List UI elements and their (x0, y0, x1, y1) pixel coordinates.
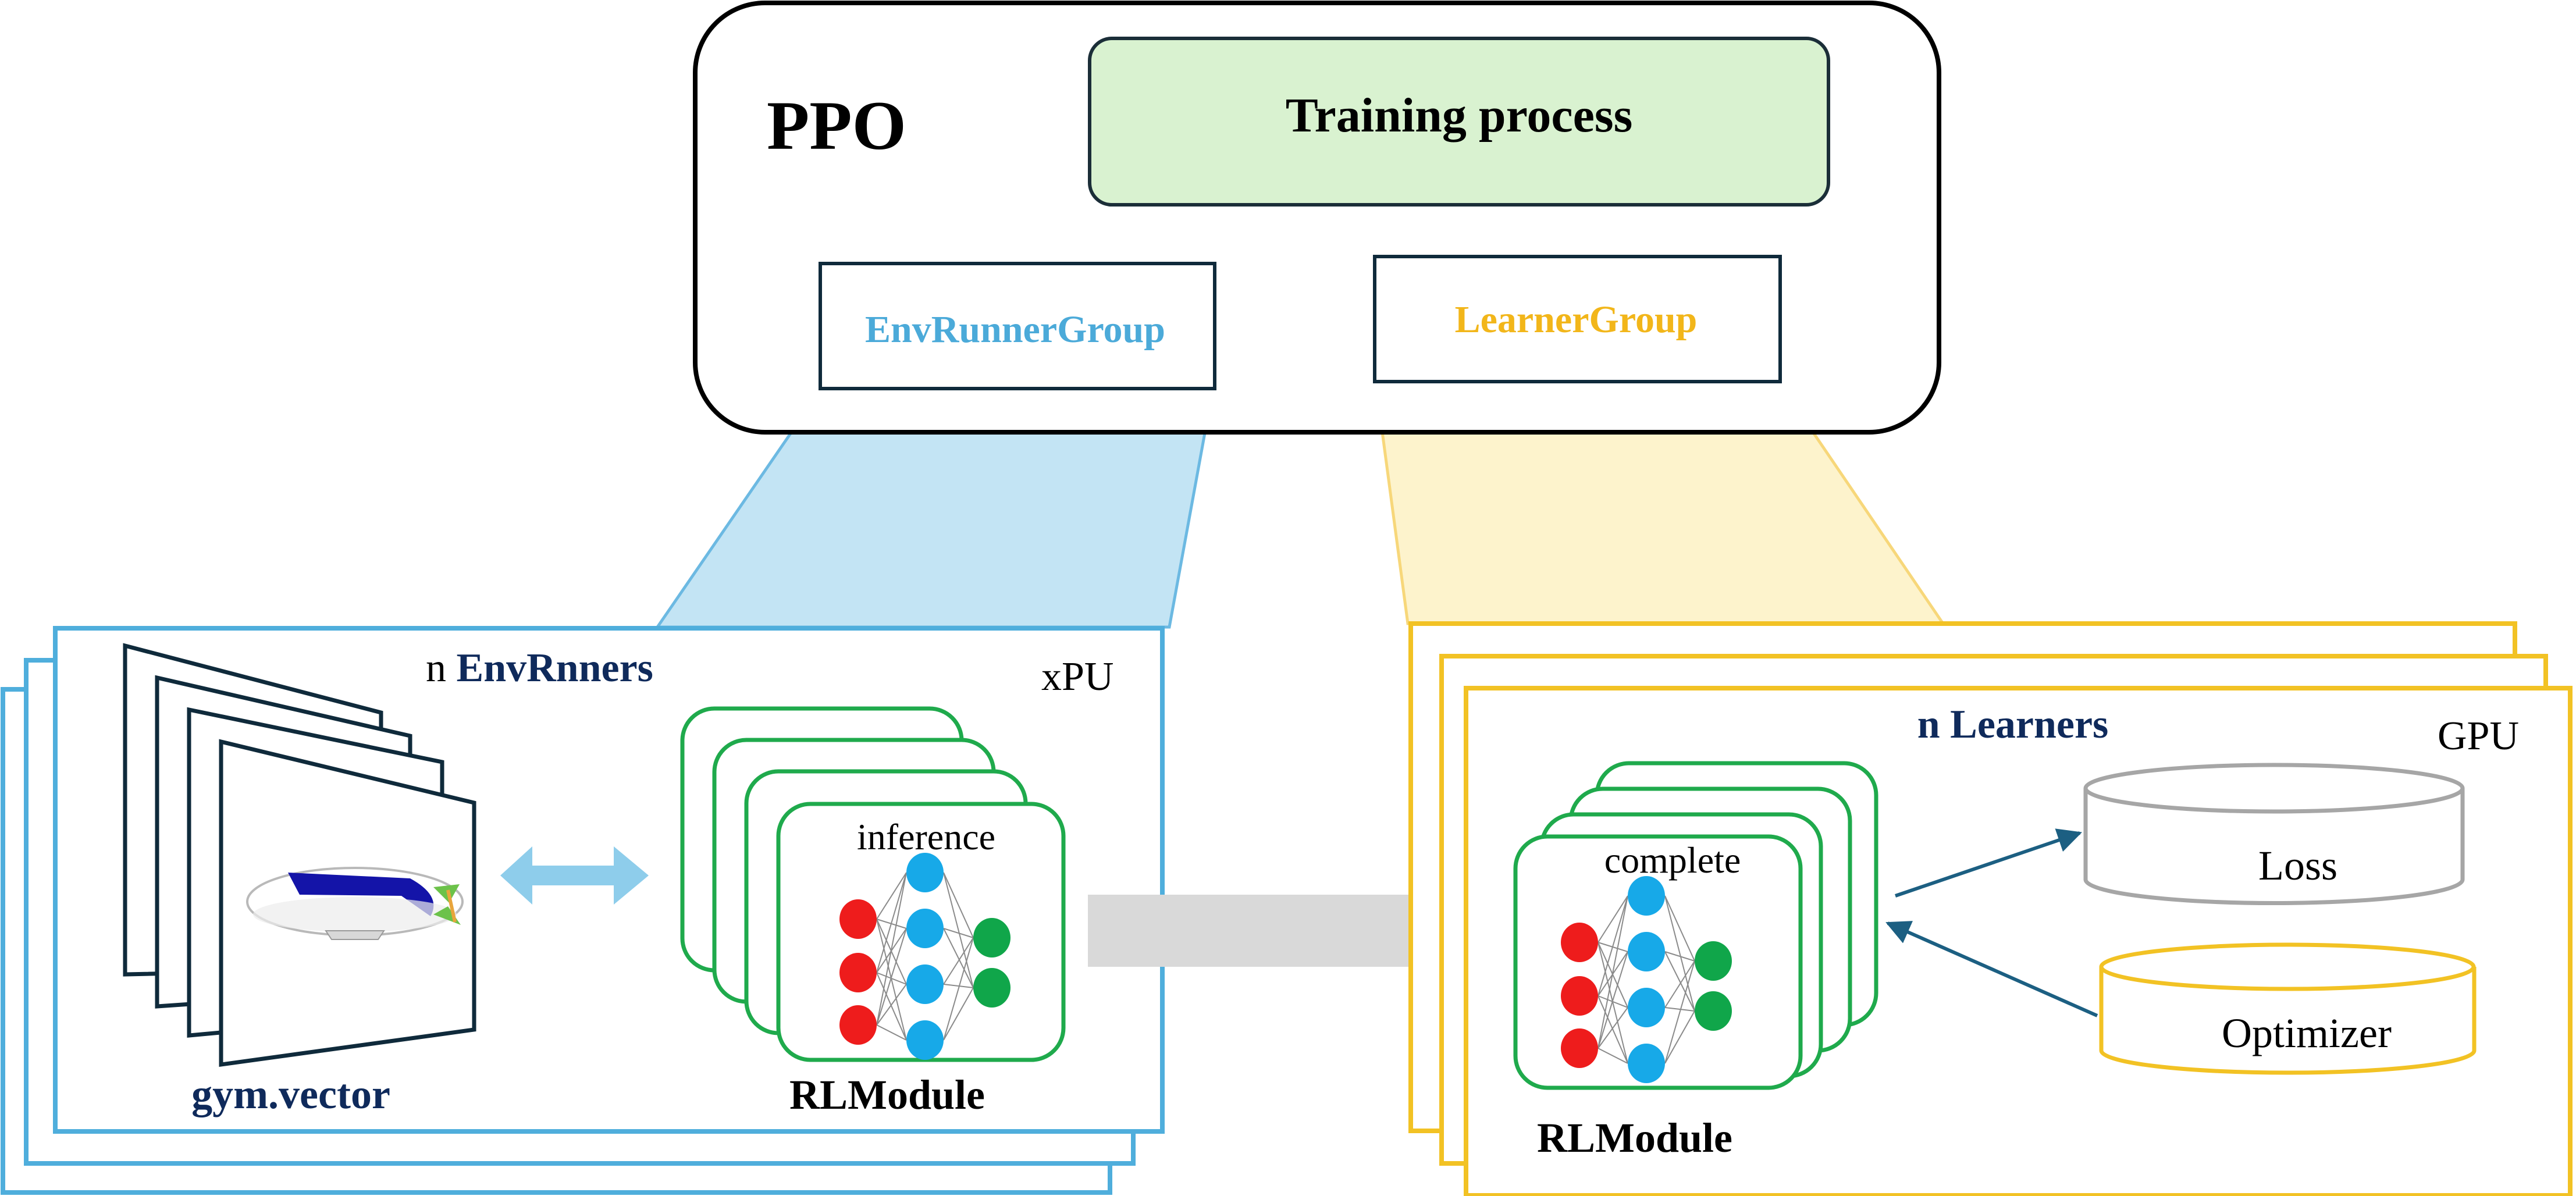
nn-connection (876, 872, 907, 1026)
nn-connection (1664, 960, 1695, 1008)
nn-connection (1597, 895, 1628, 1049)
nn-connection (943, 937, 974, 1041)
nn-input-node (1561, 976, 1598, 1016)
nn-connection (1664, 895, 1695, 962)
nn-hidden-node (1628, 876, 1665, 916)
nn-connection (1597, 1007, 1628, 1049)
nn-connection (943, 928, 974, 938)
learners-title: n Learners (1917, 702, 2109, 747)
nn-hidden-node (906, 964, 944, 1004)
nn-connection (1597, 895, 1628, 996)
nn-output-node (1695, 941, 1732, 981)
env-runners-title: n EnvRnners (426, 646, 653, 690)
nn-connection (1597, 995, 1628, 1064)
learner-group-label: LearnerGroup (1455, 298, 1698, 341)
nn-connection (943, 984, 974, 988)
nn-connection (943, 928, 974, 988)
airship-icon (246, 867, 464, 940)
env-to-learner-arrow (1088, 849, 1492, 1011)
nn-output-node (973, 968, 1011, 1008)
loss-label: Loss (2258, 842, 2337, 889)
nn-connection (876, 872, 907, 920)
nn-connection (876, 928, 907, 1026)
nn-connection (1664, 1007, 1695, 1012)
nn-connection (943, 872, 974, 938)
nn-connection (1664, 960, 1695, 1064)
nn-connection (1597, 942, 1628, 1064)
nn-input-node (839, 953, 877, 992)
env-module-double-arrow (500, 846, 649, 905)
inference-neural-network (839, 853, 1011, 1060)
nn-input-node (839, 1005, 877, 1045)
nn-connection (1664, 895, 1695, 1012)
learner-rlmodule-label: RLModule (1537, 1115, 1732, 1161)
nn-connection (876, 872, 907, 973)
inference-module-caption: inference (857, 816, 995, 857)
nn-hidden-node (906, 909, 944, 948)
env-runner-group-box[interactable] (819, 262, 1216, 390)
training-process-label: Training process (1286, 88, 1633, 143)
nn-hidden-node (1628, 988, 1665, 1027)
nn-hidden-node (1628, 1044, 1665, 1083)
nn-connection (876, 1024, 907, 1041)
gym-vector-label: gym.vector (191, 1071, 390, 1117)
nn-connection (1597, 1048, 1628, 1064)
optimizer-label: Optimizer (2222, 1010, 2392, 1056)
nn-output-node (1695, 991, 1732, 1031)
complete-module-caption: complete (1604, 839, 1741, 881)
learner-group-box[interactable] (1373, 255, 1782, 383)
optimizer-to-module-arrow (1885, 921, 2098, 1017)
env-runners-device-label: xPU (1041, 654, 1113, 699)
nn-connection (876, 984, 907, 1026)
env-rlmodule-label: RLModule (789, 1072, 985, 1118)
nn-input-node (1561, 923, 1598, 962)
module-to-loss-arrow (1895, 828, 2082, 898)
loss-cylinder (2083, 763, 2465, 905)
nn-hidden-node (906, 853, 944, 892)
complete-neural-network (1561, 876, 1732, 1083)
nn-connection (1597, 895, 1628, 943)
nn-output-node (973, 918, 1011, 957)
nn-connection (1597, 951, 1628, 1049)
nn-hidden-node (906, 1020, 944, 1060)
nn-connection (1664, 951, 1695, 1012)
optimizer-cylinder (2099, 942, 2477, 1075)
training-process-box[interactable] (1088, 37, 1830, 207)
nn-connection (1664, 951, 1695, 962)
learners-device-label: GPU (2438, 714, 2519, 759)
ppo-title: PPO (767, 87, 906, 164)
nn-hidden-node (1628, 932, 1665, 971)
nn-input-node (1561, 1028, 1598, 1068)
nn-connection (876, 919, 907, 1041)
nn-connection (943, 937, 974, 985)
nn-connection (943, 872, 974, 988)
env-runner-group-label: EnvRunnerGroup (865, 308, 1165, 351)
nn-connection (1664, 1010, 1695, 1064)
nn-input-node (839, 899, 877, 939)
nn-connection (943, 987, 974, 1041)
nn-connection (876, 972, 907, 1041)
complete-module-stack (1513, 761, 1878, 1090)
